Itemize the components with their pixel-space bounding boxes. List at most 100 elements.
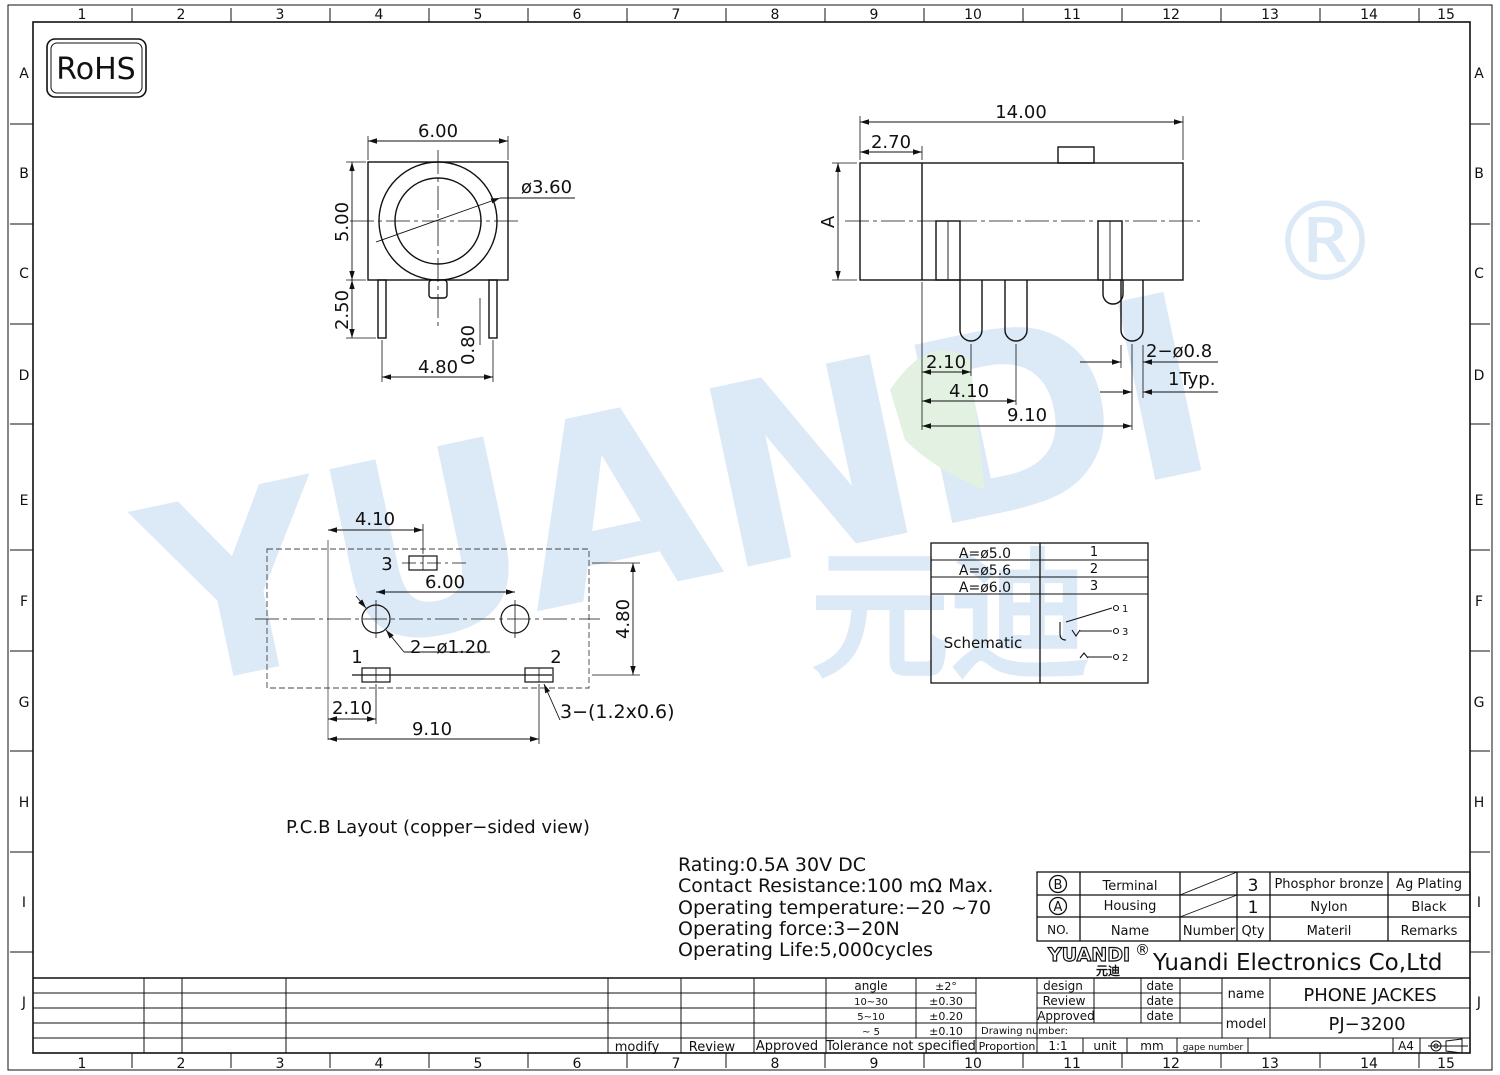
grid-col-top-3: 3	[276, 7, 285, 23]
signoff-approved-date: date	[1146, 1009, 1173, 1023]
variant-code-1: 1	[1090, 545, 1098, 560]
grid-col-bottom-13: 13	[1261, 1056, 1279, 1072]
front-pin-width-dim: 0.80	[458, 325, 479, 365]
company-banner: YUANDI 元迪 ® Yuandi Electronics Co,Ltd	[1046, 941, 1443, 978]
projection-symbol	[1428, 1038, 1468, 1054]
schematic-pin-3: 3	[1122, 627, 1128, 638]
side-view	[832, 116, 1218, 430]
title-block	[33, 977, 1470, 1054]
pcb-layout-dimensions: 4.10 3 6.00 2−ø1.20 4.80 1 2 2.10 9.10 3…	[286, 509, 675, 838]
company-name: Yuandi Electronics Co,Ltd	[1152, 950, 1443, 976]
signoff-design: design	[1043, 979, 1083, 993]
grid-col-top-1: 1	[78, 7, 87, 23]
pcb-hole-dim: 2−ø1.20	[410, 637, 488, 658]
grid-col-bottom-10: 10	[964, 1056, 982, 1072]
grid-row-left-I: I	[22, 895, 26, 911]
front-pin-length-dim: 2.50	[332, 290, 353, 330]
grid-col-bottom-1: 1	[78, 1056, 87, 1072]
spec-operating-temperature: Operating temperature:−20 ~70	[678, 897, 991, 919]
drawing-number-label: Drawing number:	[981, 1026, 1068, 1037]
grid-col-bottom-9: 9	[870, 1056, 879, 1072]
grid-row-left-F: F	[20, 594, 28, 610]
pcb-offset-left-dim: 2.10	[332, 698, 372, 719]
grid-col-top-2: 2	[177, 7, 186, 23]
grid-col-bottom-5: 5	[474, 1056, 483, 1072]
spec-rating: Rating:0.5A 30V DC	[678, 854, 866, 876]
variant-size-3: A=ø6.0	[959, 580, 1011, 596]
tolerance-footer: Tolerance not specified	[825, 1039, 976, 1054]
grid-row-right-E: E	[1475, 493, 1484, 509]
bom-no-a: A	[1054, 900, 1063, 915]
signoff-design-date: date	[1146, 979, 1173, 993]
variant-size-1: A=ø5.0	[959, 546, 1011, 562]
bom-qty-terminal: 3	[1248, 876, 1259, 896]
grid-col-bottom-2: 2	[177, 1056, 186, 1072]
bom-remarks-housing: Black	[1411, 900, 1447, 915]
spec-operating-force: Operating force:3−20N	[678, 918, 900, 940]
name-label: name	[1228, 987, 1265, 1002]
pcb-offset-top-dim: 4.10	[355, 509, 395, 530]
tolerance-5-10-value: ±0.20	[929, 1010, 963, 1023]
unit-value: mm	[1140, 1039, 1163, 1053]
product-model: PJ−3200	[1328, 1014, 1405, 1035]
title-block-text: angle ±2° 10~30 ±0.30 5~10 ±0.20 ~ 5 ±0.…	[615, 979, 1437, 1055]
schematic-label: Schematic	[944, 634, 1023, 652]
unit-label: unit	[1093, 1039, 1117, 1053]
bom-header-remarks: Remarks	[1401, 924, 1458, 939]
grid-col-bottom-3: 3	[276, 1056, 285, 1072]
tolerance-10-30-label: 10~30	[854, 997, 888, 1008]
side-section-label: A	[818, 215, 839, 228]
sheet-frame	[7, 4, 1493, 1071]
revision-review: Review	[689, 1040, 736, 1055]
bom-name-housing: Housing	[1104, 899, 1157, 914]
bom-no-b: B	[1054, 878, 1063, 893]
grid-row-right-A: A	[1474, 66, 1484, 82]
side-pin-offset-2: 4.10	[949, 381, 989, 402]
front-width-dim: 6.00	[418, 121, 458, 142]
front-view	[346, 136, 575, 382]
schematic-pin-1: 1	[1122, 604, 1128, 615]
side-pin-offset-3: 9.10	[1007, 405, 1047, 426]
revision-modify: modify	[615, 1040, 660, 1055]
tolerance-under-5-value: ±0.10	[929, 1025, 963, 1038]
grid-col-top-11: 11	[1063, 7, 1081, 23]
watermark-cn: 元迪	[810, 536, 1090, 699]
pcb-pin2-label: 2	[550, 647, 561, 668]
grid-row-left-G: G	[19, 695, 30, 711]
grid-row-left-H: H	[19, 795, 30, 811]
front-bore-dim: ø3.60	[521, 177, 572, 198]
watermark-leaf-shape	[890, 350, 985, 490]
proportion-label: Proportion	[979, 1040, 1036, 1053]
side-pin-diameter: 2−ø0.8	[1146, 341, 1212, 362]
grid-row-right-J: J	[1476, 995, 1481, 1011]
grid-col-bottom-6: 6	[573, 1056, 582, 1072]
grid-col-bottom-4: 4	[375, 1056, 384, 1072]
front-view-dimensions: 6.00 5.00 ø3.60 2.50 0.80 4.80	[332, 121, 572, 378]
bom-header-material: Materil	[1307, 924, 1352, 939]
spec-contact-resistance: Contact Resistance:100 mΩ Max.	[678, 875, 993, 897]
pcb-pin3-label: 3	[381, 554, 392, 575]
bom-qty-housing: 1	[1248, 898, 1259, 918]
side-view-dimensions: 14.00 2.70 A 2.10 4.10 9.10 2−ø0.8 1Typ.	[818, 102, 1215, 426]
grid-row-left-D: D	[19, 368, 30, 384]
grid-col-top-4: 4	[375, 7, 384, 23]
signoff-approved: Approved	[1037, 1009, 1095, 1023]
side-head-dim: 2.70	[871, 132, 911, 153]
pcb-height-dim: 4.80	[613, 599, 634, 639]
gape-number-label: gape number	[1183, 1043, 1244, 1053]
jack-schematic-symbol	[1059, 604, 1120, 661]
grid-col-top-12: 12	[1162, 7, 1180, 23]
tolerance-5-10-label: 5~10	[857, 1012, 884, 1023]
grid-col-bottom-11: 11	[1063, 1056, 1081, 1072]
grid-col-bottom-7: 7	[672, 1056, 681, 1072]
signoff-review-date: date	[1146, 994, 1173, 1008]
bom-header-number: Number	[1183, 924, 1236, 939]
bom-header-qty: Qty	[1241, 924, 1264, 939]
sheet-size: A4	[1398, 1039, 1414, 1053]
product-name: PHONE JACKES	[1303, 985, 1436, 1006]
bom-material-housing: Nylon	[1310, 900, 1347, 915]
variant-table: A=ø5.0 1 A=ø5.6 2 A=ø6.0 3 Schematic 1 3…	[930, 542, 1149, 684]
grid-labels: 1122334455667788991010111112121313141415…	[10, 7, 1490, 1072]
pcb-layout	[255, 524, 640, 744]
